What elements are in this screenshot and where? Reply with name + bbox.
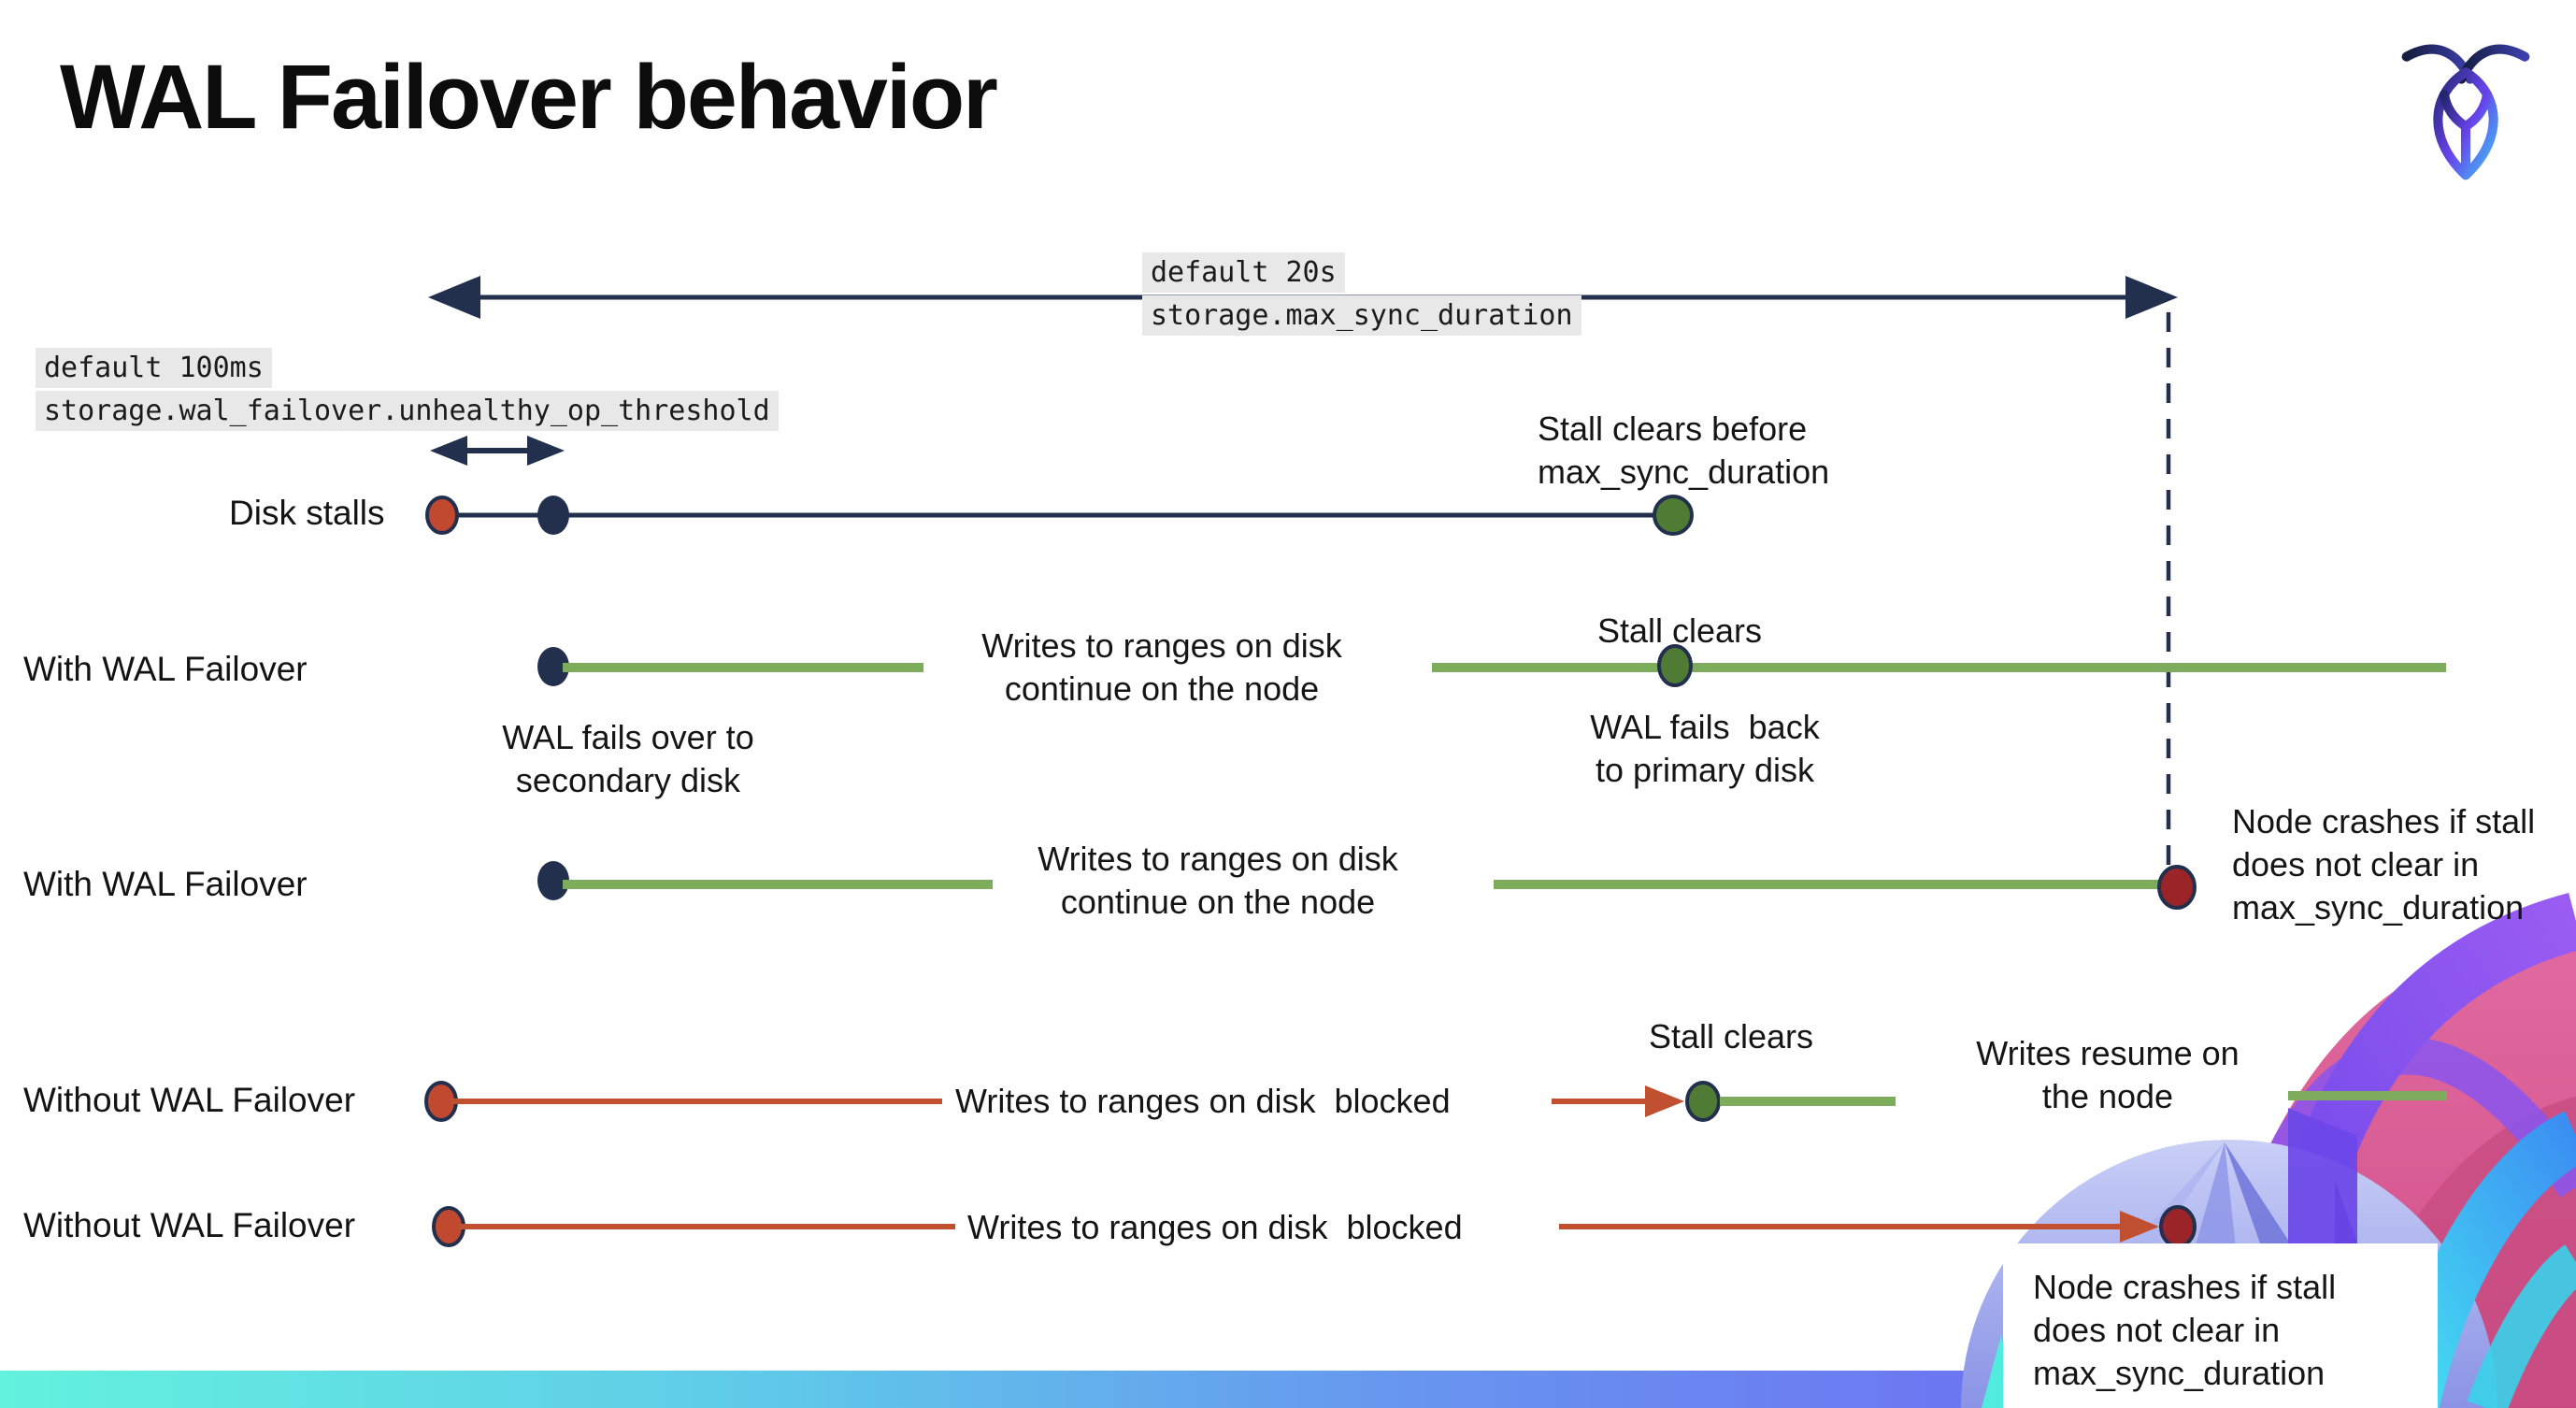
failover-dot — [537, 861, 569, 900]
timeline-without-wal-failover-2 — [432, 1205, 2197, 1248]
stall-clears-dot — [1685, 1081, 1721, 1122]
row-label-without-wal-failover-1: Without WAL Failover — [23, 1081, 356, 1119]
note-writes-continue-1: Writes to ranges on disk continue on the… — [981, 626, 1342, 708]
row-label-with-wal-failover-2: With WAL Failover — [23, 865, 308, 903]
note-writes-resume: Writes resume on the node — [1976, 1034, 2240, 1115]
note-stall-clears-before: Stall clears before max_sync_duration — [1538, 409, 1830, 491]
max-sync-default-value: default 20s — [1142, 252, 1345, 293]
unhealthy-op-threshold-arrow — [430, 436, 565, 466]
threshold-dot — [537, 496, 569, 535]
node-crash-dot — [2157, 865, 2197, 910]
failover-dot — [537, 647, 569, 686]
max-sync-duration-label: default 20s storage.max_sync_duration — [1142, 252, 1581, 336]
crash-callout-box: Node crashes if stall does not clear in … — [2003, 1243, 2438, 1408]
max-sync-setting-name: storage.max_sync_duration — [1142, 295, 1581, 336]
node-crash-dot — [2159, 1205, 2197, 1248]
note-wal-fails-over: WAL fails over to secondary disk — [502, 718, 754, 799]
row-label-with-wal-failover-1: With WAL Failover — [23, 650, 308, 688]
timeline-with-wal-failover-2 — [537, 861, 2197, 910]
unhealthy-setting-name: storage.wal_failover.unhealthy_op_thresh… — [36, 391, 779, 431]
stall-start-dot — [425, 496, 459, 535]
timeline-disk-stalls — [425, 495, 1694, 536]
row-label-disk-stalls: Disk stalls — [229, 494, 385, 532]
note-writes-blocked-2: Writes to ranges on disk blocked — [967, 1208, 1463, 1246]
stall-clears-dot — [1657, 644, 1693, 687]
note-stall-clears-2: Stall clears — [1648, 1017, 1814, 1056]
note-writes-continue-2: Writes to ranges on disk continue on the… — [1038, 840, 1398, 921]
note-node-crashes-1: Node crashes if stall does not clear in … — [2232, 802, 2536, 927]
unhealthy-default-value: default 100ms — [36, 348, 272, 388]
note-node-crashes-2: Node crashes if stall does not clear in … — [2033, 1268, 2337, 1392]
timeline-with-wal-failover-1 — [537, 644, 2446, 687]
row-label-without-wal-failover-2: Without WAL Failover — [23, 1206, 356, 1244]
timeline-without-wal-failover-1 — [424, 1081, 2447, 1122]
page-title: WAL Failover behavior — [60, 46, 998, 148]
cockroachdb-logo-icon — [2401, 44, 2530, 180]
stall-clears-dot — [1653, 495, 1694, 536]
note-stall-clears-1: Stall clears — [1596, 611, 1763, 650]
unhealthy-op-threshold-label: default 100ms storage.wal_failover.unhea… — [36, 348, 779, 431]
note-writes-blocked-1: Writes to ranges on disk blocked — [955, 1082, 1451, 1120]
note-wal-fails-back: WAL fails back to primary disk — [1590, 708, 1820, 789]
